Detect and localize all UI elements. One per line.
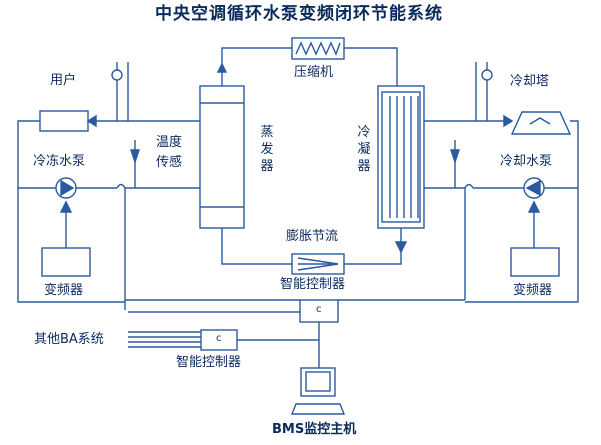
bus-down-to-ctrl	[237, 322, 320, 341]
label-smart-controller-top: 智能控制器	[280, 277, 346, 292]
vfd-right-box	[510, 247, 560, 277]
pipe-crossover-right	[464, 183, 474, 189]
arrow-right-tower	[503, 114, 514, 128]
label-chilled-pump: 冷冻水泵	[33, 154, 86, 169]
label-expansion: 膨胀节流	[286, 229, 339, 244]
bms-monitor	[300, 367, 336, 397]
left-valve-circle	[111, 69, 123, 81]
arrow-left-user	[86, 114, 97, 128]
label-bms-host: BMS监控主机	[272, 422, 357, 437]
vfd-left-arrow	[59, 200, 73, 213]
right-sensor-bulb	[450, 149, 460, 165]
vfd-right-arrow	[527, 200, 541, 213]
label-condenser: 冷凝器	[357, 125, 371, 174]
ctrl-glyph-top: c	[316, 304, 322, 315]
smart-controller-bottom-box	[200, 329, 238, 351]
label-compressor: 压缩机	[294, 65, 334, 80]
label-cooling-tower: 冷却塔	[510, 74, 550, 89]
cooling-pump-arrow	[525, 179, 541, 197]
pipe-expansion-cond	[344, 248, 402, 265]
cooling-tower-shape	[510, 111, 572, 135]
temp-sensor-bulb	[130, 149, 140, 165]
bus-to-vfd-right	[465, 188, 579, 303]
bms-screen	[305, 371, 331, 392]
label-smart-controller-bottom: 智能控制器	[176, 355, 242, 370]
pipe-user-to-pump	[17, 120, 56, 189]
arrow-down-cond-out	[394, 241, 408, 254]
chilled-pump-arrow	[60, 179, 75, 197]
right-valve-circle	[481, 69, 493, 81]
label-cooling-pump: 冷却水泵	[500, 154, 553, 169]
label-other-ba: 其他BA系统	[34, 332, 104, 347]
condenser-body	[377, 85, 425, 229]
label-user: 用户	[50, 73, 77, 88]
label-vfd-right: 变频器	[513, 283, 553, 298]
compressor-coil	[295, 41, 341, 56]
bms-keyboard	[290, 403, 346, 415]
bus-to-vfd-left	[17, 188, 125, 303]
pipe-crossover-left	[116, 183, 126, 189]
condenser-inner	[381, 91, 421, 223]
vfd-left-box	[41, 247, 91, 277]
cooling-tower-fan	[529, 117, 551, 125]
compressor-box	[291, 37, 345, 60]
pipe-tower-return	[544, 120, 579, 189]
diagram-title: 中央空调循环水泵变频闭环节能系统	[155, 4, 443, 24]
label-temp-sensor-1: 温度	[156, 135, 183, 150]
pipe-compressor-evap	[221, 47, 292, 86]
user-load-box	[39, 110, 89, 132]
pipe-compressor-cond	[344, 47, 398, 86]
pipe-evap-expansion	[221, 228, 292, 265]
arrow-up-evap-top	[216, 62, 228, 73]
label-vfd-left: 变频器	[44, 283, 84, 298]
label-temp-sensor-2: 传感	[156, 155, 183, 170]
ctrl-glyph-bottom: c	[216, 333, 222, 344]
label-evaporator: 蒸发器	[260, 125, 274, 174]
